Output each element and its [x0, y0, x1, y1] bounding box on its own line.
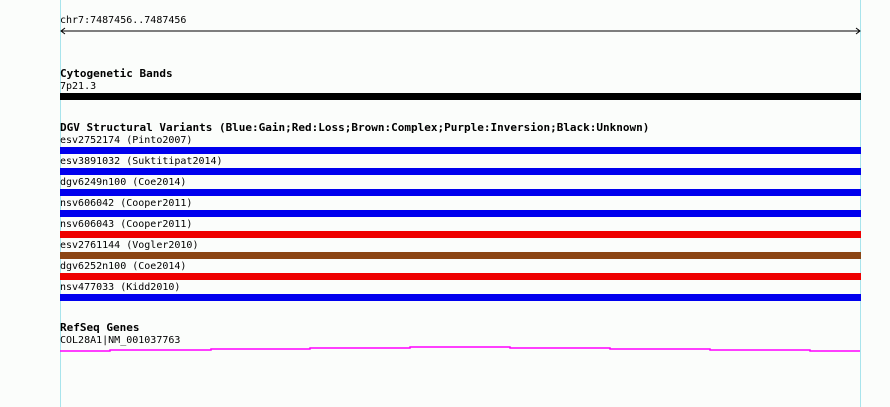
gene-intron-line[interactable]: [60, 346, 860, 352]
dgv-track-title: DGV Structural Variants (Blue:Gain;Red:L…: [60, 121, 650, 134]
variant-label: esv2752174 (Pinto2007): [60, 135, 193, 146]
variant-label: esv3891032 (Suktitipat2014): [60, 156, 223, 167]
gene-label: COL28A1|NM_001037763: [60, 335, 181, 346]
cytoband-bar[interactable]: [60, 93, 861, 100]
variant-bar[interactable]: [60, 189, 861, 196]
variant-label: nsv606042 (Cooper2011): [60, 198, 193, 209]
variant-bar[interactable]: [60, 168, 861, 175]
variant-label: dgv6252n100 (Coe2014): [60, 261, 187, 272]
variant-label: nsv477033 (Kidd2010): [60, 282, 181, 293]
variant-bar[interactable]: [60, 252, 861, 259]
variant-bar[interactable]: [60, 231, 861, 238]
right-boundary-line: [860, 0, 861, 407]
refseq-track-title: RefSeq Genes: [60, 321, 140, 334]
variant-bar[interactable]: [60, 273, 861, 280]
cytoband-label: 7p21.3: [60, 81, 97, 92]
variant-bar[interactable]: [60, 210, 861, 217]
cytobands-track-title: Cytogenetic Bands: [60, 67, 173, 80]
variant-label: esv2761144 (Vogler2010): [60, 240, 199, 251]
variant-bar[interactable]: [60, 147, 861, 154]
variant-label: nsv606043 (Cooper2011): [60, 219, 193, 230]
ruler-label: chr7:7487456..7487456: [60, 15, 187, 26]
left-boundary-line: [60, 0, 61, 407]
variant-bar[interactable]: [60, 294, 861, 301]
variant-label: dgv6249n100 (Coe2014): [60, 177, 187, 188]
